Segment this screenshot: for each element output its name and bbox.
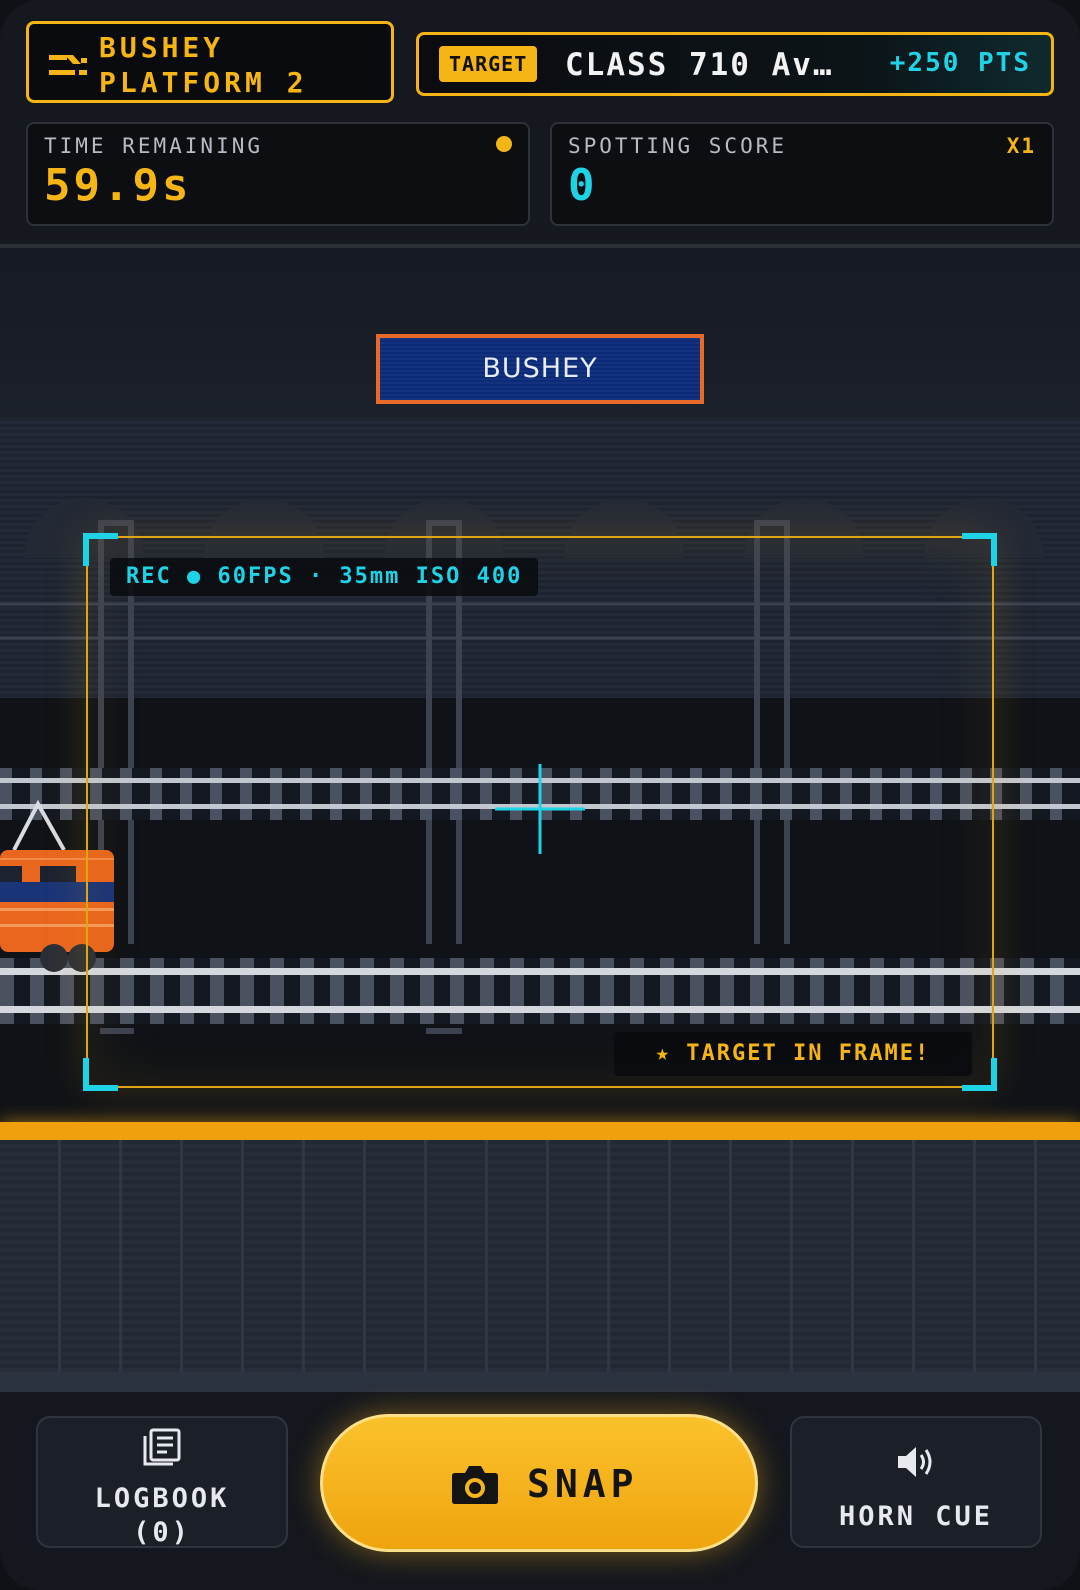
route-icon xyxy=(49,55,87,75)
speaker-icon xyxy=(898,1447,932,1477)
logbook-text: LOGBOOK xyxy=(94,1483,230,1514)
train-window xyxy=(0,866,22,882)
target-in-frame-status: ★ TARGET IN FRAME! xyxy=(614,1032,972,1076)
train-class-710[interactable] xyxy=(0,248,1080,1392)
controls-footer: LOGBOOK (0) SNAP HORN CUE xyxy=(0,1392,1080,1590)
viewfinder-overlay xyxy=(83,533,997,1091)
time-remaining-panel: TIME REMAINING 59.9s xyxy=(26,122,530,226)
station-line-1: BUSHEY xyxy=(99,31,225,64)
canopy-arches xyxy=(24,498,1044,558)
platform-edge-line xyxy=(0,1122,1080,1140)
viewfinder-frame xyxy=(86,536,994,1088)
train-stripe xyxy=(0,908,114,911)
overhead-wires xyxy=(0,602,1080,640)
logbook-button[interactable]: LOGBOOK (0) xyxy=(36,1416,288,1548)
railway-scene[interactable]: BUSHEY xyxy=(0,248,1080,1392)
station-sign-text: BUSHEY xyxy=(482,353,598,384)
target-train-name: CLASS 710 Av… xyxy=(565,47,834,83)
train-window xyxy=(40,866,76,882)
target-banner: TARGET CLASS 710 Av… +250 PTS xyxy=(416,32,1054,96)
snap-button[interactable]: SNAP xyxy=(320,1414,758,1552)
time-remaining-value: 59.9s xyxy=(44,160,192,211)
hud-header: BUSHEY PLATFORM 2 TARGET CLASS 710 Av… +… xyxy=(0,0,1080,248)
horn-cue-label: HORN CUE xyxy=(838,1501,994,1532)
logbook-label: LOGBOOK (0) xyxy=(38,1482,286,1550)
station-line-2: PLATFORM 2 xyxy=(99,66,308,99)
station-name: BUSHEY PLATFORM 2 xyxy=(99,30,308,100)
station-sign: BUSHEY xyxy=(376,334,704,404)
logbook-icon xyxy=(143,1428,181,1466)
spotting-score-label: SPOTTING SCORE xyxy=(568,134,788,158)
live-indicator-dot xyxy=(496,136,512,152)
crosshair-icon xyxy=(495,764,585,854)
platform-surface xyxy=(0,1140,1080,1372)
viewfinder-corners xyxy=(83,533,997,1091)
platform-lip xyxy=(0,1372,1080,1392)
gantry-posts xyxy=(98,520,790,1034)
train-blue-band xyxy=(0,882,114,902)
spotting-score-panel: SPOTTING SCORE 0 X1 xyxy=(550,122,1054,226)
train-wheel xyxy=(68,944,96,972)
target-badge: TARGET xyxy=(439,46,538,82)
spotting-score-value: 0 xyxy=(568,160,598,211)
train-wheel xyxy=(40,944,68,972)
logbook-count: (0) xyxy=(133,1517,191,1548)
camera-settings-label: REC ● 60FPS · 35mm ISO 400 xyxy=(110,558,539,596)
train-stripe xyxy=(0,924,114,927)
horn-cue-button[interactable]: HORN CUE xyxy=(790,1416,1042,1548)
camera-icon xyxy=(452,1466,498,1504)
pantograph xyxy=(12,799,66,851)
snap-label: SNAP xyxy=(527,1462,639,1506)
station-indicator: BUSHEY PLATFORM 2 xyxy=(26,21,394,103)
train-stripe xyxy=(0,858,114,860)
score-multiplier: X1 xyxy=(1006,134,1036,158)
time-remaining-label: TIME REMAINING xyxy=(44,134,264,158)
target-points: +250 PTS xyxy=(889,48,1031,78)
